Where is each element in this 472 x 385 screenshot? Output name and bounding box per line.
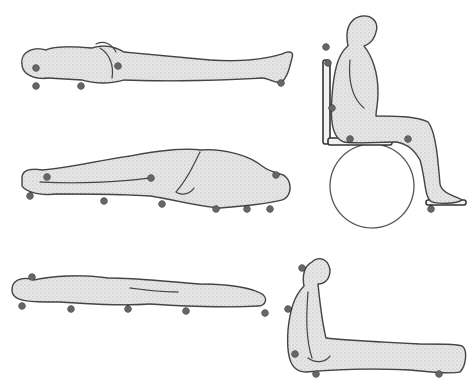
pressure-point <box>299 265 306 272</box>
pressure-point <box>44 174 51 181</box>
pressure-point <box>33 83 40 90</box>
pressure-point <box>68 306 75 313</box>
pressure-point <box>436 371 443 378</box>
wheelchair-backrest <box>323 60 330 144</box>
long-sitting-body <box>288 259 466 373</box>
wheelchair-wheel <box>330 144 414 228</box>
pressure-point <box>329 105 336 112</box>
pressure-point <box>267 206 274 213</box>
pressure-point <box>78 83 85 90</box>
pressure-point <box>428 206 435 213</box>
pressure-point <box>29 274 36 281</box>
side-lying-body <box>22 149 290 208</box>
pressure-point <box>115 63 122 70</box>
pressure-point <box>405 136 412 143</box>
pressure-point <box>125 306 132 313</box>
pressure-point <box>278 80 285 87</box>
pressure-point <box>285 306 292 313</box>
seated-wheelchair-figure <box>323 16 466 228</box>
supine-figure <box>22 42 293 89</box>
pressure-point <box>19 303 26 310</box>
pressure-point <box>148 175 155 182</box>
pressure-point <box>101 198 108 205</box>
pressure-point <box>292 351 299 358</box>
pressure-point <box>27 193 34 200</box>
pressure-point <box>325 60 332 67</box>
prone-figure <box>12 274 268 317</box>
pressure-point <box>183 308 190 315</box>
pressure-point <box>244 206 251 213</box>
side-lying-figure <box>22 149 290 212</box>
pressure-point <box>313 371 320 378</box>
pressure-point <box>33 65 40 72</box>
supine-body <box>22 46 293 83</box>
pressure-point <box>347 136 354 143</box>
prone-body <box>12 276 265 307</box>
pressure-point <box>262 310 269 317</box>
pressure-point <box>159 201 166 208</box>
long-sitting-figure <box>285 259 466 378</box>
pressure-point <box>273 172 280 179</box>
pressure-point <box>323 44 330 51</box>
pressure-point <box>213 206 220 213</box>
